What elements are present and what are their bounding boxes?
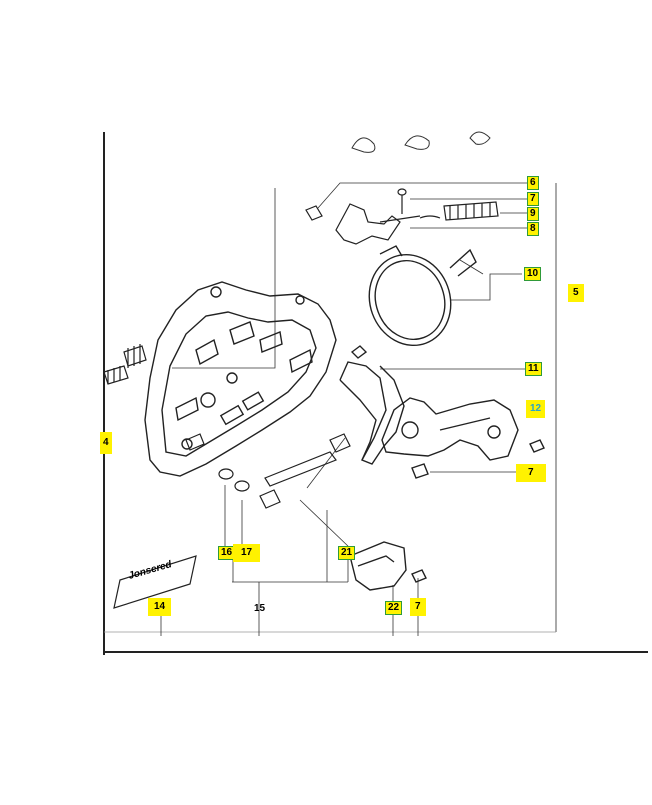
callout-17: 17 — [233, 544, 261, 562]
leader-lines — [160, 182, 528, 636]
top-partial-parts — [351, 131, 491, 153]
callout-12: 12 — [526, 400, 546, 418]
callout-5: 5 — [568, 284, 584, 302]
callout-7-top: 7 — [527, 192, 539, 206]
clutch-cover-housing — [144, 281, 337, 477]
callout-15: 15 — [254, 603, 266, 614]
callout-7-bottom: 7 — [410, 598, 426, 616]
callout-9: 9 — [527, 207, 539, 221]
callout-10: 10 — [524, 267, 542, 281]
callout-11: 11 — [525, 362, 542, 376]
callout-22: 22 — [385, 601, 403, 615]
callout-8: 8 — [527, 222, 539, 236]
shaft-and-spacers — [185, 433, 351, 509]
callout-21: 21 — [338, 546, 356, 560]
callout-4: 4 — [100, 432, 112, 454]
callout-7-mid: 7 — [516, 464, 546, 482]
brake-mechanism-right — [381, 397, 545, 479]
small-cover-part — [349, 541, 427, 591]
brake-lever-parts — [305, 188, 499, 245]
callout-6: 6 — [527, 176, 539, 190]
callout-14: 14 — [148, 598, 172, 616]
brand-decal — [113, 555, 197, 609]
brake-band — [368, 245, 477, 347]
brake-cover — [339, 345, 405, 465]
left-hardware — [103, 344, 147, 385]
